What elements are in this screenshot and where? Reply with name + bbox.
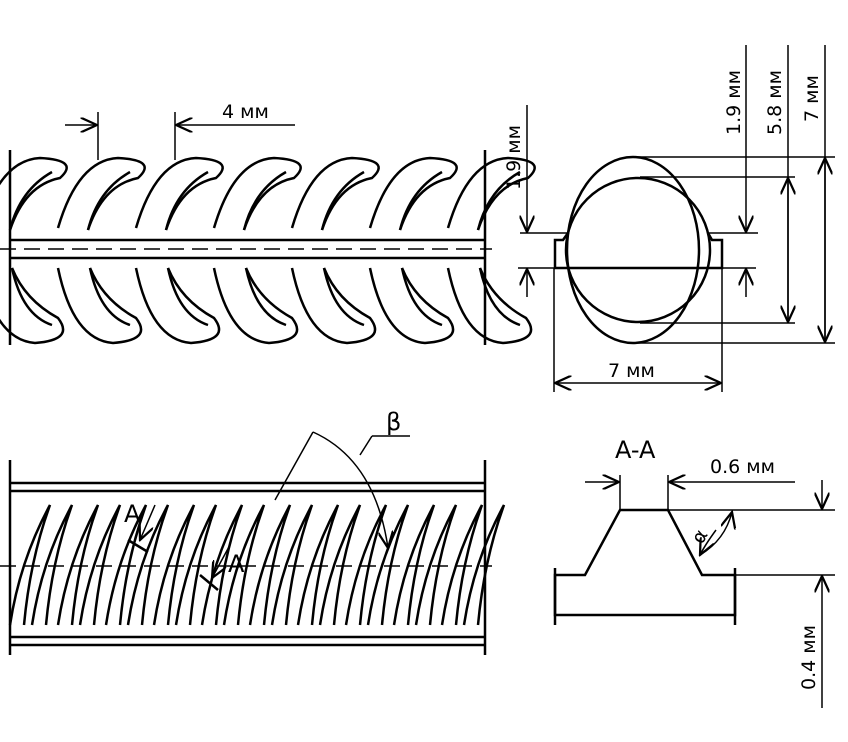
side-rib-bottom-inner	[478, 267, 521, 327]
alpha-angle-label: α	[687, 526, 712, 548]
top-rib	[414, 504, 458, 626]
top-rib	[366, 504, 410, 626]
rib-height-left-label: 1.9 мм	[503, 125, 525, 190]
cross-section: 1.9 мм 1.9 мм 5.8 мм 7 мм 7 мм	[503, 45, 835, 392]
top-rib	[270, 504, 314, 626]
rib-spacing-dimension: 4 мм	[65, 101, 295, 160]
side-rib-top-inner	[320, 170, 365, 231]
top-rib	[30, 504, 74, 626]
side-rib-top-inner	[86, 170, 131, 231]
section-mark-2: A	[228, 550, 245, 578]
section-aa-title: A-A	[615, 436, 656, 464]
side-rib-top-inner	[242, 170, 287, 231]
top-rib	[296, 504, 340, 626]
side-rib-top	[446, 156, 536, 231]
side-rib-bottom	[0, 267, 65, 345]
top-rib	[462, 504, 506, 626]
core-diameter-label: 5.8 мм	[764, 70, 786, 135]
top-rib	[222, 504, 266, 626]
side-rib-top	[0, 156, 68, 231]
side-rib-bottom	[212, 267, 299, 345]
beta-angle-label: β	[386, 408, 401, 436]
side-rib-top-inner	[398, 170, 443, 231]
top-rib	[104, 504, 148, 626]
top-rib	[344, 504, 388, 626]
side-view: 4 мм	[0, 101, 536, 345]
side-rib-top-inner	[476, 170, 521, 231]
side-rib-bottom	[290, 267, 377, 345]
top-rib	[318, 504, 362, 626]
rib-height-right-label: 1.9 мм	[723, 70, 745, 135]
side-rib-bottom-inner	[322, 267, 365, 327]
side-rib-top	[134, 156, 224, 231]
side-rib-bottom	[134, 267, 221, 345]
top-ribs	[8, 504, 506, 626]
outer-diameter-label: 7 мм	[801, 75, 823, 122]
rib-spacing-label: 4 мм	[222, 101, 269, 123]
top-width-label: 0.6 мм	[710, 456, 775, 478]
side-rib-bottom-inner	[244, 267, 287, 327]
top-rib	[392, 504, 436, 626]
side-rib-top	[368, 156, 458, 231]
side-rib-top	[56, 156, 146, 231]
top-rib	[174, 504, 218, 626]
side-rib-top-inner	[164, 170, 209, 231]
top-rib	[78, 504, 122, 626]
side-rib-top	[290, 156, 380, 231]
side-rib-top-inner	[8, 170, 53, 231]
side-ribs	[0, 156, 536, 345]
width-label: 7 мм	[608, 360, 655, 382]
top-rib	[56, 504, 100, 626]
side-rib-bottom-inner	[400, 267, 443, 327]
section-aa: A-A 0.6 мм 0.4 мм α	[553, 436, 835, 708]
side-rib-bottom-inner	[88, 267, 131, 327]
top-rib	[248, 504, 292, 626]
top-rib	[126, 504, 170, 626]
height-label: 0.4 мм	[798, 625, 820, 690]
top-view: A A β	[0, 408, 506, 655]
top-rib	[152, 504, 196, 626]
top-rib	[440, 504, 484, 626]
top-rib	[8, 504, 52, 626]
side-rib-top	[212, 156, 302, 231]
side-rib-bottom-inner	[10, 267, 53, 327]
side-rib-bottom	[368, 267, 455, 345]
section-mark-1: A	[124, 500, 141, 528]
side-rib-bottom	[56, 267, 143, 345]
side-rib-bottom	[446, 267, 533, 345]
side-rib-bottom-inner	[166, 267, 209, 327]
top-rib	[200, 504, 244, 626]
